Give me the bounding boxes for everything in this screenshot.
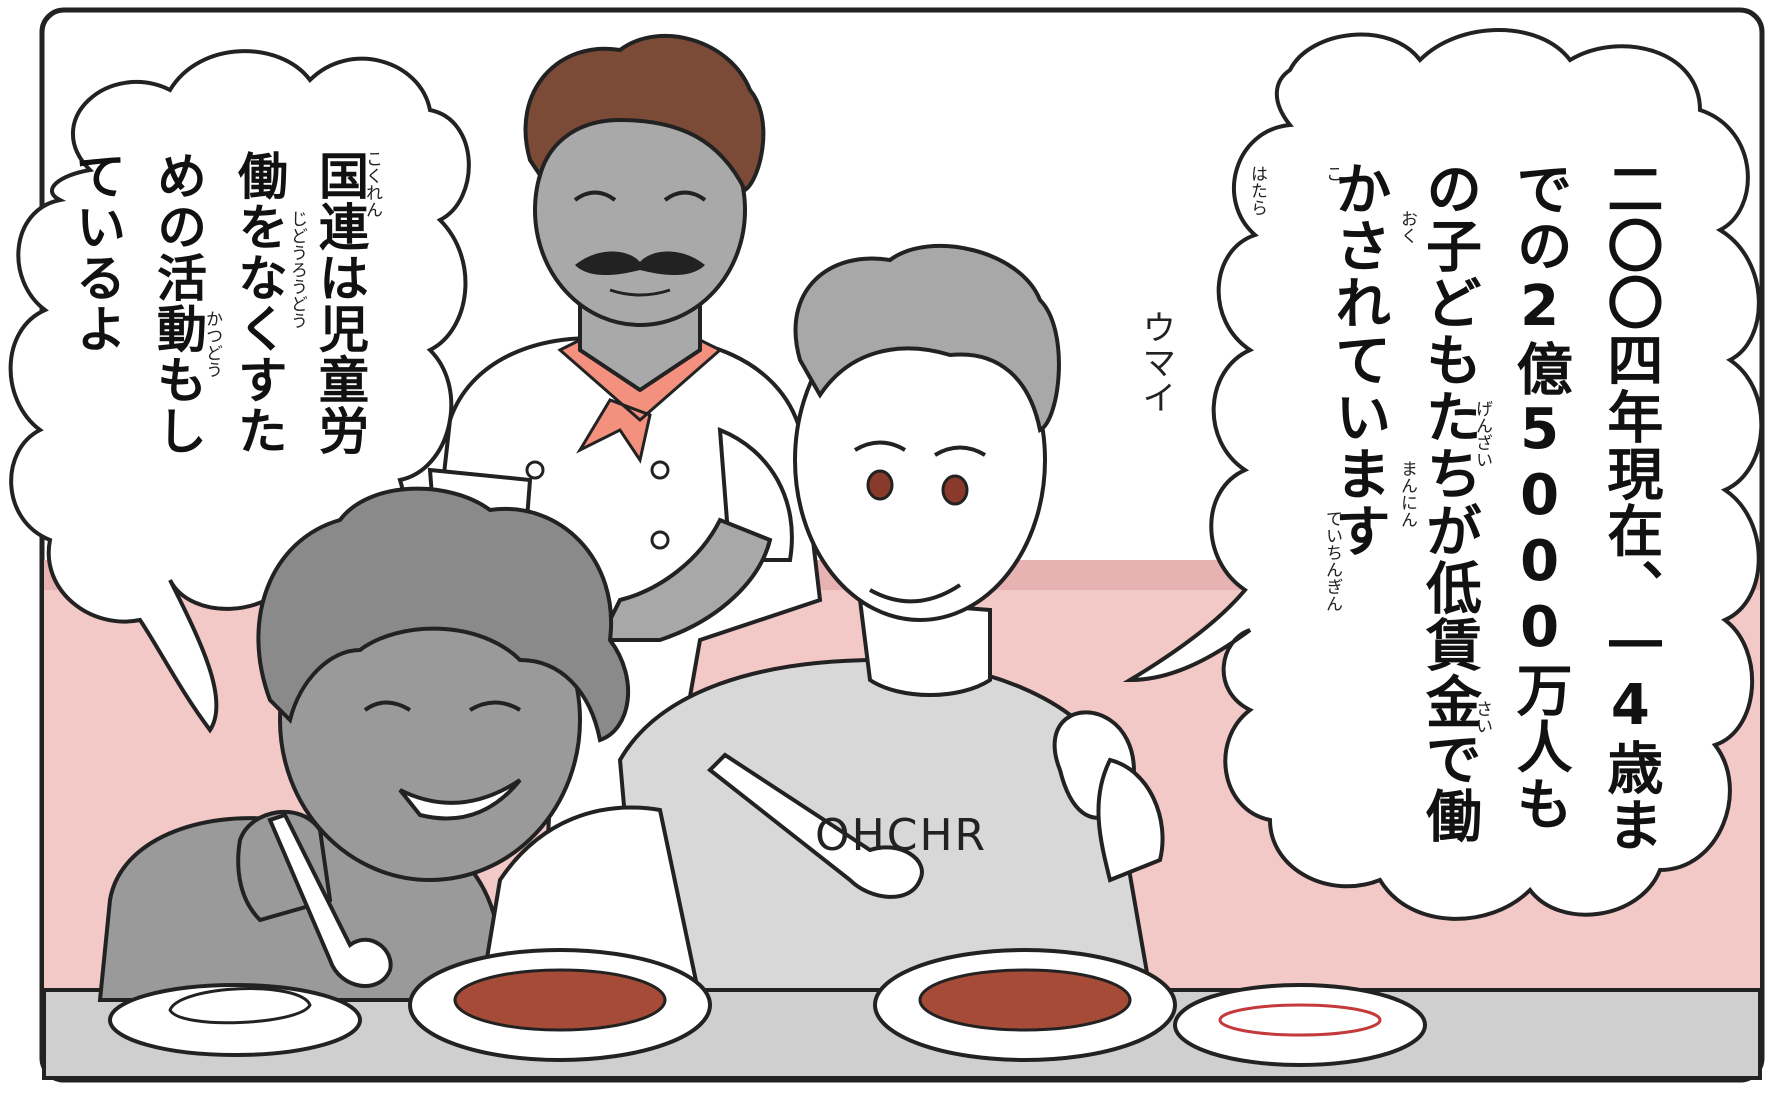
soup-right: [918, 968, 1132, 1032]
chef-character: [427, 34, 823, 982]
curly-eye-left: [363, 700, 412, 712]
left-speech-text: 国連は児童労働をなくすための活動もしているよ: [68, 150, 369, 456]
ohchr-man-brow: [853, 440, 987, 457]
right-speech-text: 二〇〇四年現在、一4歳までの2億5000万人もの子どもたちが低賃金で働かされてい…: [1325, 160, 1663, 853]
furigana: おく: [1397, 210, 1417, 244]
curly-hair: [256, 486, 631, 743]
chef-mustache: [575, 251, 705, 275]
plate-empty-rim: [1218, 1003, 1382, 1037]
chef-button: [650, 460, 670, 480]
furigana: かつどう: [202, 310, 222, 378]
chef-button: [650, 530, 670, 550]
furigana: げんざい: [1472, 400, 1492, 468]
furigana: まんにん: [1397, 460, 1417, 528]
ohchr-man-neck: [857, 597, 992, 697]
right-speech-bubble: [1122, 28, 1764, 921]
furigana: じどうろうどう: [287, 210, 307, 329]
shirt-logo-text: OHCHR: [815, 810, 988, 861]
plate-bread-piece: [168, 987, 312, 1025]
curly-eye-right: [468, 700, 522, 712]
chef-eye-left: [573, 190, 617, 202]
furigana: こ: [1322, 165, 1342, 182]
chef-arm: [596, 517, 773, 642]
soup-left: [453, 968, 667, 1032]
ohchr-man-eye-left: [866, 469, 894, 501]
curly-spoon: [267, 812, 393, 988]
chef-eye-right: [663, 190, 707, 202]
furigana: さい: [1472, 700, 1492, 734]
umai-sound-effect: ウマイ: [1135, 310, 1176, 415]
ohchr-man-mouth: [869, 583, 962, 604]
plates: [108, 948, 1427, 1067]
ohchr-man-spoon: [706, 752, 924, 899]
ohchr-man-character: [617, 243, 1165, 992]
ohchr-man-hair: [793, 243, 1061, 433]
curly-mouth: [398, 778, 522, 821]
furigana: はたら: [1247, 165, 1267, 216]
chef-mouth: [609, 288, 671, 297]
chef-button: [525, 460, 545, 480]
ohchr-man-eye-right: [941, 474, 969, 506]
furigana: ていちんぎん: [1322, 510, 1342, 612]
plate-empty: [1173, 983, 1427, 1067]
chef-hair: [523, 34, 766, 193]
ohchr-man-hand: [1096, 757, 1165, 883]
furigana: こくれん: [362, 150, 382, 218]
